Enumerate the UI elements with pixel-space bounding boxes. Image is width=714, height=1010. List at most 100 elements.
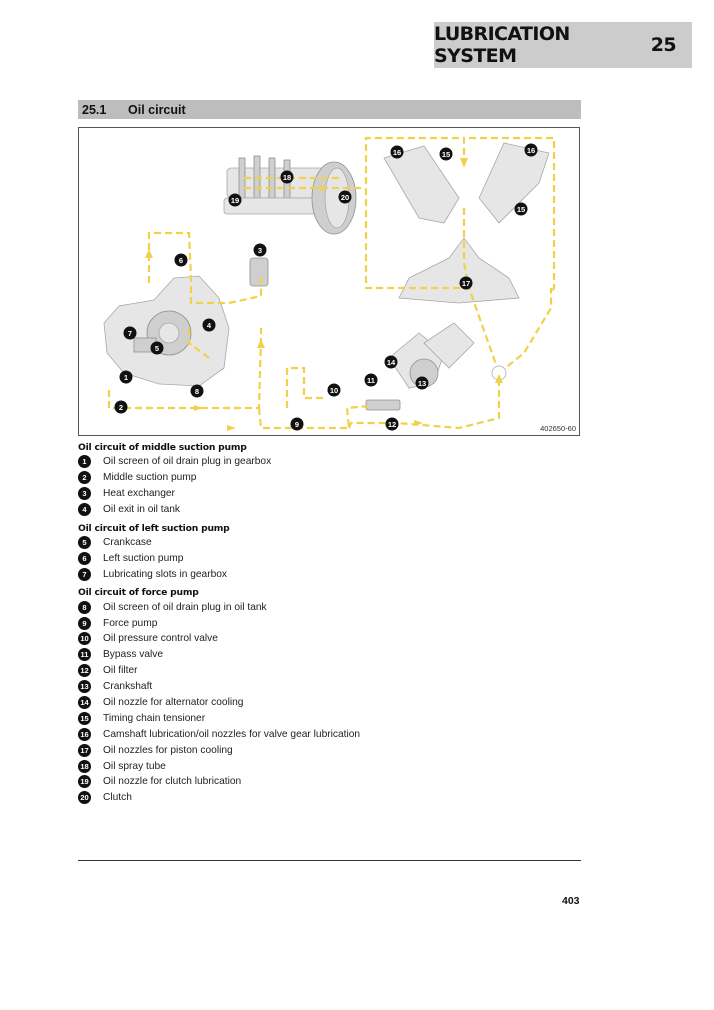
oil-circuit-diagram: 1 2 3 4 5 6 7 8 9 10 11 12 13 14 15 16 1… xyxy=(78,127,580,436)
callout-2: 2 xyxy=(114,400,128,414)
callout-12: 12 xyxy=(385,417,399,431)
section-title: Oil circuit xyxy=(128,102,186,117)
section-heading: 25.1 Oil circuit xyxy=(78,100,581,119)
svg-text:11: 11 xyxy=(367,376,375,385)
svg-text:14: 14 xyxy=(387,358,396,367)
svg-text:15: 15 xyxy=(442,150,450,159)
gearbox-shafts xyxy=(223,155,357,235)
callout-16: 16 xyxy=(390,145,404,159)
list-item: 14 Oil nozzle for alternator cooling xyxy=(78,695,578,711)
list-item: 2 Middle suction pump xyxy=(78,470,578,486)
item-number-badge: 6 xyxy=(78,551,91,565)
svg-text:1: 1 xyxy=(124,373,128,382)
callout-16b: 16 xyxy=(524,143,538,157)
group-title: Oil circuit of force pump xyxy=(78,587,199,599)
list-item: 16 Camshaft lubrication/oil nozzles for v… xyxy=(78,726,578,742)
item-number-badge: 14 xyxy=(78,696,91,710)
callout-14: 14 xyxy=(384,355,398,369)
item-label: Timing chain tensioner xyxy=(103,712,206,724)
callout-17: 17 xyxy=(459,276,473,290)
list-item: 18 Oil spray tube xyxy=(78,758,578,774)
callout-7: 7 xyxy=(123,326,137,340)
item-label: Oil nozzle for clutch lubrication xyxy=(103,776,242,788)
item-number-badge: 1 xyxy=(78,455,91,469)
item-label: Left suction pump xyxy=(103,552,184,564)
diagram-drawing: 1 2 3 4 5 6 7 8 9 10 11 12 13 14 15 16 1… xyxy=(103,136,556,431)
item-label: Crankcase xyxy=(103,537,152,548)
callout-13: 13 xyxy=(415,376,429,390)
item-label: Bypass valve xyxy=(103,649,164,661)
footer-divider xyxy=(78,860,581,861)
list-item: 7 Lubricating slots in gearbox xyxy=(78,566,578,582)
item-label: Oil nozzle for alternator cooling xyxy=(103,697,244,709)
chapter-number: 25 xyxy=(650,34,677,56)
list-item: 11 Bypass valve xyxy=(78,647,578,663)
callout-15: 15 xyxy=(439,147,453,161)
svg-text:16: 16 xyxy=(527,146,535,155)
item-label: Oil spray tube xyxy=(103,760,166,772)
svg-text:6: 6 xyxy=(179,256,183,265)
item-label: Lubricating slots in gearbox xyxy=(103,568,228,580)
callout-6: 6 xyxy=(174,253,188,267)
svg-text:16: 16 xyxy=(393,148,401,157)
callout-8: 8 xyxy=(190,384,204,398)
item-label: Crankshaft xyxy=(103,681,153,693)
item-label: Oil screen of oil drain plug in oil tank xyxy=(103,601,267,613)
callout-15b: 15 xyxy=(514,202,528,216)
cylinder-heads xyxy=(383,142,550,304)
list-item: 6 Left suction pump xyxy=(78,550,578,566)
svg-text:4: 4 xyxy=(207,321,212,330)
list-item: 12 Oil filter xyxy=(78,663,578,679)
item-label: Middle suction pump xyxy=(103,472,197,484)
group-title: Oil circuit of left suction pump xyxy=(78,522,230,534)
svg-text:8: 8 xyxy=(195,387,199,396)
chapter-header: LUBRICATION SYSTEM 25 xyxy=(434,22,692,68)
svg-text:10: 10 xyxy=(330,386,338,395)
list-item: 15 Timing chain tensioner xyxy=(78,710,578,726)
item-label: Clutch xyxy=(103,792,132,804)
item-number-badge: 5 xyxy=(78,536,91,549)
heat-exchanger xyxy=(249,257,269,287)
item-label: Camshaft lubrication/oil nozzles for val… xyxy=(103,728,361,740)
item-number-badge: 11 xyxy=(78,648,91,662)
list-item: 20 Clutch xyxy=(78,790,578,806)
svg-text:12: 12 xyxy=(388,420,396,429)
item-number-badge: 10 xyxy=(78,632,91,646)
item-label: Heat exchanger xyxy=(103,488,175,500)
svg-text:20: 20 xyxy=(341,193,349,202)
page-number: 403 xyxy=(562,895,580,907)
oil-filter xyxy=(365,399,401,411)
item-number-badge: 2 xyxy=(78,471,91,485)
callout-11: 11 xyxy=(364,373,378,387)
item-number-badge: 17 xyxy=(78,743,91,757)
callout-20: 20 xyxy=(338,190,352,204)
svg-text:15: 15 xyxy=(517,205,525,214)
callout-10: 10 xyxy=(327,383,341,397)
callout-9: 9 xyxy=(290,417,304,431)
callout-4: 4 xyxy=(202,318,216,332)
svg-text:13: 13 xyxy=(418,379,426,388)
item-number-badge: 16 xyxy=(78,727,91,741)
svg-text:2: 2 xyxy=(119,403,123,412)
list-item: 8 Oil screen of oil drain plug in oil tan… xyxy=(78,599,578,615)
item-label: Oil filter xyxy=(103,665,138,677)
flow-arrows xyxy=(145,158,503,431)
svg-text:5: 5 xyxy=(155,344,159,353)
item-number-badge: 15 xyxy=(78,711,91,725)
svg-text:19: 19 xyxy=(231,196,239,205)
callout-5: 5 xyxy=(150,341,164,355)
item-label: Oil nozzles for piston cooling xyxy=(103,744,233,756)
svg-text:7: 7 xyxy=(128,329,132,338)
list-item: 19 Oil nozzle for clutch lubrication xyxy=(78,774,578,790)
item-number-badge: 12 xyxy=(78,664,91,678)
item-number-badge: 8 xyxy=(78,600,91,614)
item-number-badge: 19 xyxy=(78,775,91,789)
section-number: 25.1 xyxy=(82,102,107,117)
item-number-badge: 7 xyxy=(78,567,91,581)
item-number-badge: 18 xyxy=(78,759,91,773)
item-number-badge: 20 xyxy=(78,791,91,805)
svg-text:9: 9 xyxy=(295,420,299,429)
